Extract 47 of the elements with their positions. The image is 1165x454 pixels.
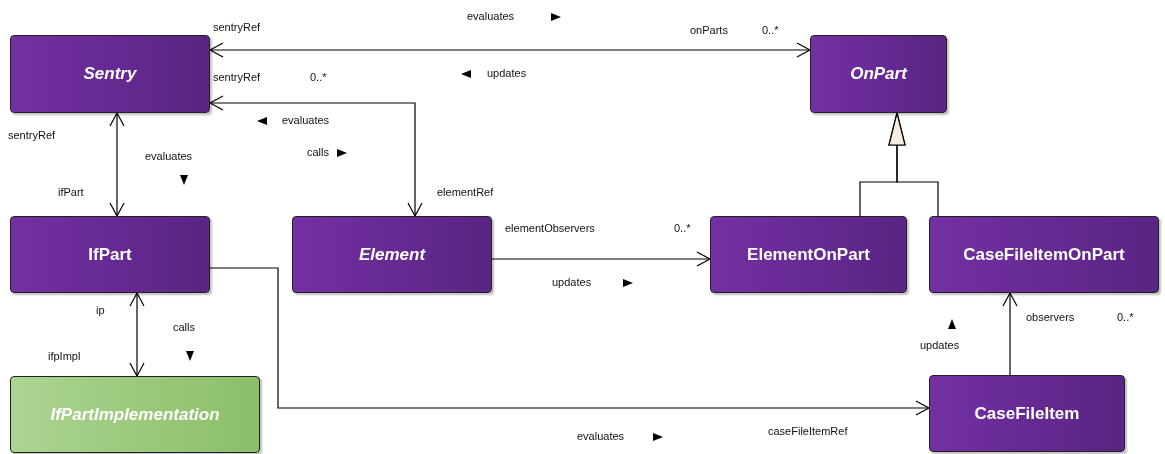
class-name: ElementOnPart — [747, 243, 870, 266]
class-box — [10, 35, 210, 113]
association-label: onParts — [690, 24, 728, 37]
association-label: ifpImpl — [48, 350, 81, 363]
association-arrow — [491, 251, 711, 267]
association-label: calls — [307, 146, 329, 159]
association-label: calls — [173, 321, 195, 334]
class-name: IfPart — [88, 243, 132, 266]
class-box — [929, 216, 1159, 293]
association-arrow — [209, 95, 423, 217]
association-arrow — [209, 42, 811, 58]
class-box — [10, 216, 210, 293]
class-name: CaseFileItem — [974, 402, 1080, 425]
association-label: evaluates — [282, 114, 330, 127]
generalization-arrow — [888, 112, 939, 217]
association-label: 0..* — [310, 71, 327, 84]
association-label: 0..* — [762, 24, 779, 37]
association-label: sentryRef — [213, 21, 261, 34]
association-arrow — [209, 267, 930, 416]
association-label: updates — [920, 339, 960, 352]
association-label: updates — [552, 276, 592, 289]
association-label: evaluates — [145, 150, 193, 163]
class-box — [810, 35, 947, 113]
class-name: Element — [358, 243, 426, 266]
association-label: elementRef — [437, 186, 494, 199]
class-box — [10, 376, 260, 453]
association-label: 0..* — [674, 222, 691, 235]
class-box — [292, 216, 492, 293]
association-label: elementObservers — [505, 222, 595, 235]
association-label: observers — [1026, 311, 1075, 324]
association-label: ip — [96, 304, 105, 317]
association-label: 0..* — [1117, 311, 1134, 324]
association-label: evaluates — [467, 10, 515, 23]
association-arrow — [1002, 292, 1018, 376]
association-label: caseFileItemRef — [768, 425, 848, 438]
class-name: IfPartImplementation — [50, 403, 220, 426]
association-label: updates — [487, 67, 527, 80]
association-label: sentryRef — [8, 129, 56, 142]
class-name: Sentry — [83, 63, 137, 86]
class-box — [710, 216, 907, 293]
class-name: OnPart — [850, 63, 907, 86]
association-label: evaluates — [577, 430, 625, 443]
association-arrow — [129, 292, 145, 377]
class-box — [929, 375, 1125, 452]
association-label: ifPart — [58, 186, 84, 199]
association-arrow — [109, 112, 125, 217]
class-name: CaseFileItemOnPart — [963, 243, 1125, 266]
